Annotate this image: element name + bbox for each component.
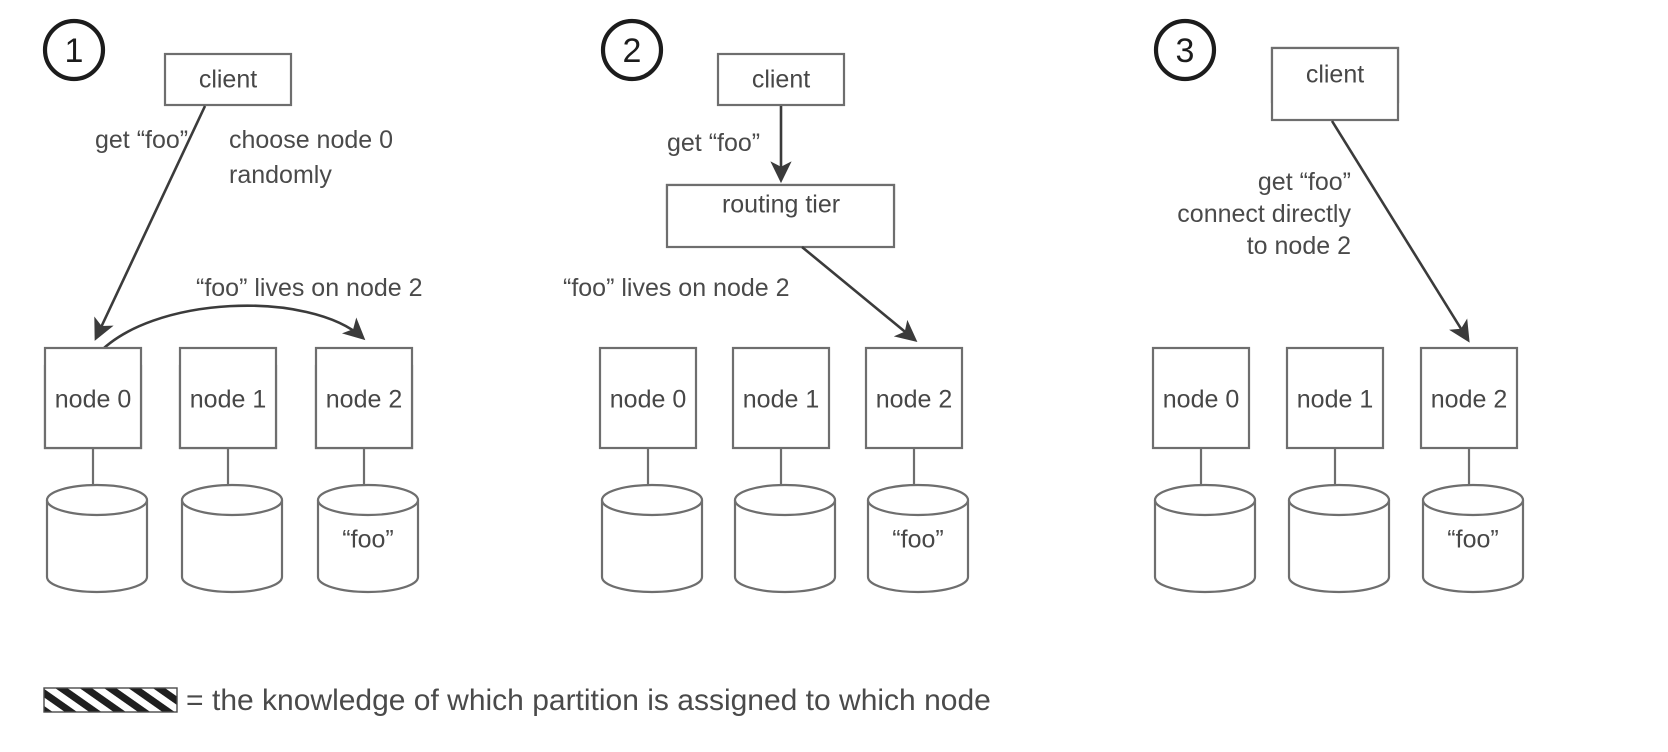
node-2-db-top: [1421, 483, 1525, 517]
panel-2-node-0[interactable]: node 0: [598, 346, 704, 594]
panel-1-step-badge: 1: [42, 18, 106, 82]
node-2-db-body: [1421, 500, 1525, 594]
node-0-outline: [43, 346, 143, 450]
client-outline: [1270, 46, 1400, 122]
panel-1-redirect-label: “foo” lives on node 2: [196, 274, 423, 302]
node-2-db-top: [316, 483, 420, 517]
node-1-db-top: [733, 483, 837, 517]
legend-equals-sign: =: [186, 684, 204, 717]
node-2-label: node 2: [876, 386, 952, 414]
client-label: client: [1306, 61, 1364, 89]
panel-3-client-box[interactable]: client: [1270, 46, 1400, 122]
client-label: client: [752, 66, 810, 94]
node-2-outline: [314, 346, 414, 450]
panel-1: 1 client node 0: [42, 18, 423, 594]
node-2-db-label: “foo”: [1447, 526, 1498, 554]
node-2-db-label: “foo”: [892, 526, 943, 554]
node-0-db-body: [1153, 500, 1257, 594]
node-1-db-top: [180, 483, 284, 517]
panel-2-request-label: get “foo”: [667, 129, 760, 157]
node-2-db-top: [866, 483, 970, 517]
node-0-label: node 0: [610, 386, 686, 414]
step-circle: [600, 18, 664, 82]
node-2-label: node 2: [326, 386, 402, 414]
legend-hatch-swatch-icon: [43, 687, 178, 713]
node-1-db-body: [1287, 500, 1391, 594]
client-rect: [716, 52, 846, 107]
routing-tier-label: routing tier: [722, 191, 840, 219]
node-0-rect: [598, 346, 698, 450]
client-rect: [163, 52, 293, 107]
node-0-db-body: [600, 500, 704, 594]
node-0-db-top: [600, 483, 704, 517]
step-number: 1: [65, 32, 84, 70]
node-1-outline: [178, 346, 278, 450]
panel-3-node-0[interactable]: node 0: [1151, 346, 1257, 594]
panel-1-request-label: get “foo”: [95, 126, 188, 154]
node-0-db-top: [45, 483, 149, 517]
panel-3-node-1[interactable]: node 1: [1285, 346, 1391, 594]
node-1-label: node 1: [743, 386, 819, 414]
routing-tier-outline: [665, 183, 896, 249]
panel-3-request-label-line1: get “foo”: [1258, 168, 1351, 196]
node-0-db-body: [45, 500, 149, 594]
panel-2: 2 client routing tier node 0: [563, 18, 970, 594]
node-2-db-body: [316, 500, 420, 594]
panel-3-request-label-line3: to node 2: [1247, 232, 1351, 260]
node-1-db-body: [733, 500, 837, 594]
panel-3: 3 client node 0: [1151, 18, 1525, 594]
panel-2-redirect-label: “foo” lives on node 2: [563, 274, 790, 302]
panel-1-strategy-label-line2: randomly: [229, 161, 332, 189]
legend: = the knowledge of which partition is as…: [43, 684, 991, 717]
legend-description: the knowledge of which partition is assi…: [212, 684, 991, 717]
step-number: 2: [623, 32, 642, 70]
panel-2-client-box[interactable]: client: [716, 52, 846, 107]
client-to-node2-arrow: [1330, 120, 1470, 343]
panel-1-strategy-label-line1: choose node 0: [229, 126, 393, 154]
node-1-label: node 1: [1297, 386, 1373, 414]
client-label: client: [199, 66, 257, 94]
node-0-rect: [1151, 346, 1251, 450]
node-1-label: node 1: [190, 386, 266, 414]
node-2-rect: [864, 346, 964, 450]
node-2-db-label: “foo”: [342, 526, 393, 554]
node-1-db-top: [1287, 483, 1391, 517]
step-number: 3: [1176, 32, 1195, 70]
panel-3-request-label-line2: connect directly: [1177, 200, 1351, 228]
step-circle: [1153, 18, 1217, 82]
panel-1-client-box[interactable]: client: [163, 52, 293, 107]
panel-3-step-badge: 3: [1153, 18, 1217, 82]
panel-2-step-badge: 2: [600, 18, 664, 82]
client-to-node0-arrow: [94, 105, 207, 341]
panel-2-routing-tier-box[interactable]: routing tier: [665, 183, 896, 249]
panel-3-node-2[interactable]: node 2 “foo”: [1419, 346, 1525, 594]
panel-1-node-2[interactable]: node 2 “foo”: [314, 346, 420, 594]
node-1-db-body: [180, 500, 284, 594]
node-1-rect: [1285, 346, 1385, 450]
node-0-db-top: [1153, 483, 1257, 517]
node0-to-node2-redirect-arrow: [95, 304, 366, 357]
panel-1-node-1[interactable]: node 1: [178, 346, 284, 594]
node-0-label: node 0: [55, 386, 131, 414]
node-2-label: node 2: [1431, 386, 1507, 414]
node-2-db-body: [866, 500, 970, 594]
step-circle: [42, 18, 106, 82]
panel-2-node-2[interactable]: node 2 “foo”: [864, 346, 970, 594]
panel-2-node-1[interactable]: node 1: [731, 346, 837, 594]
routing-tier-to-node2-arrow: [801, 245, 918, 342]
node-0-label: node 0: [1163, 386, 1239, 414]
panel-1-node-0[interactable]: node 0: [43, 346, 149, 594]
